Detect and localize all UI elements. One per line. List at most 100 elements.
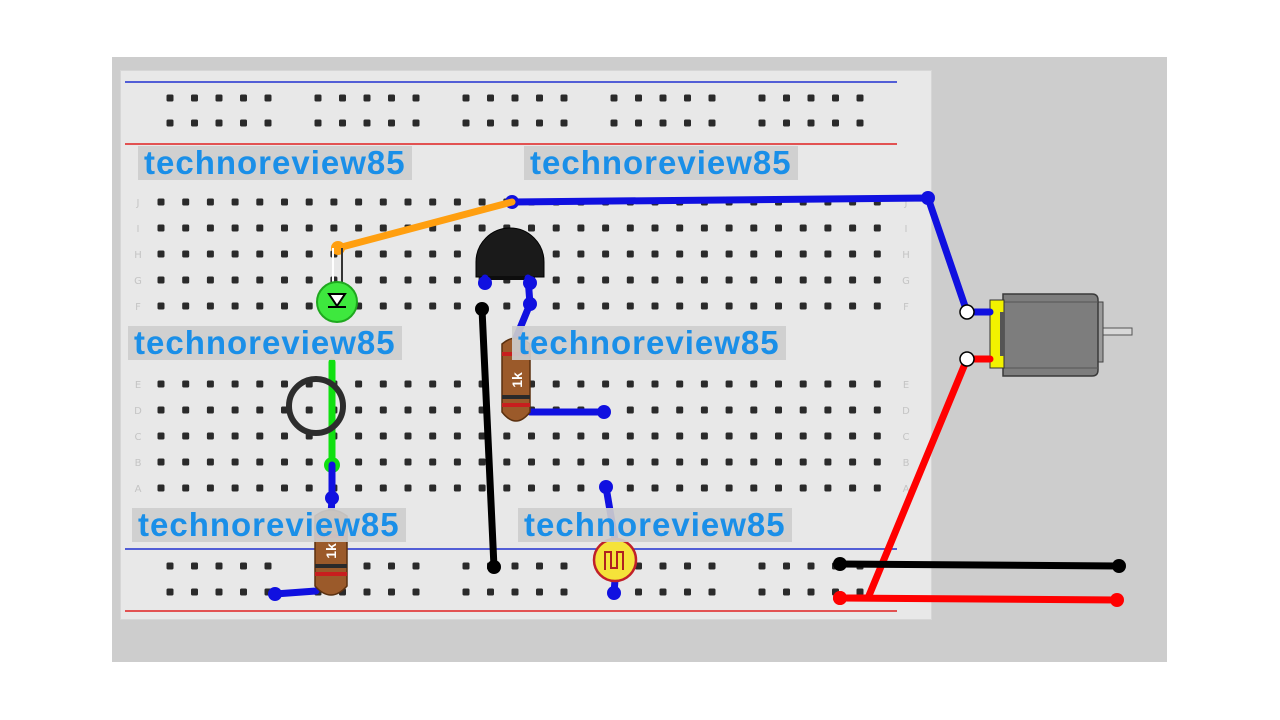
hole bbox=[305, 224, 313, 232]
hole bbox=[659, 94, 667, 102]
hole bbox=[305, 198, 313, 206]
hole bbox=[577, 276, 585, 284]
black-wire-vertical[interactable] bbox=[478, 305, 498, 571]
green-led[interactable] bbox=[316, 248, 358, 323]
hole bbox=[379, 224, 387, 232]
hole bbox=[700, 458, 708, 466]
hole bbox=[577, 380, 585, 388]
hole bbox=[651, 250, 659, 258]
hole bbox=[404, 458, 412, 466]
hole bbox=[856, 94, 864, 102]
dc-motor[interactable] bbox=[989, 293, 1133, 377]
hole bbox=[256, 380, 264, 388]
hole bbox=[462, 588, 470, 596]
hole bbox=[363, 588, 371, 596]
hole bbox=[166, 562, 174, 570]
hole bbox=[824, 458, 832, 466]
hole bbox=[191, 562, 198, 570]
row-letter-g: G bbox=[902, 276, 910, 287]
hole bbox=[552, 458, 560, 466]
hole bbox=[355, 432, 363, 440]
hole bbox=[240, 588, 247, 596]
hole bbox=[659, 119, 667, 127]
hole bbox=[231, 250, 239, 258]
hole bbox=[824, 432, 832, 440]
hole bbox=[182, 406, 190, 414]
hole bbox=[453, 458, 461, 466]
watermark-text-3: technoreview85 bbox=[128, 326, 402, 360]
hole bbox=[684, 119, 691, 127]
hole bbox=[404, 432, 412, 440]
hole bbox=[363, 562, 371, 570]
hole bbox=[560, 119, 568, 127]
hole bbox=[676, 458, 684, 466]
ring-connector[interactable] bbox=[286, 376, 346, 436]
hole bbox=[528, 458, 535, 466]
motor-pin-top bbox=[959, 304, 975, 320]
hole bbox=[453, 432, 461, 440]
hole bbox=[206, 380, 214, 388]
hole bbox=[700, 432, 708, 440]
hole bbox=[676, 302, 684, 310]
hole bbox=[453, 406, 461, 414]
resistor-lower-band-2 bbox=[315, 564, 347, 568]
hole bbox=[700, 380, 708, 388]
photoresistor[interactable] bbox=[592, 537, 638, 583]
blue-wire-top-end bbox=[921, 191, 935, 205]
hole bbox=[807, 94, 815, 102]
hole bbox=[684, 94, 691, 102]
orange-wire[interactable] bbox=[334, 198, 516, 252]
hole bbox=[215, 94, 223, 102]
hole bbox=[824, 380, 832, 388]
hole bbox=[849, 250, 857, 258]
hole bbox=[231, 276, 239, 284]
transistor[interactable] bbox=[475, 227, 545, 280]
red-wire-bottom[interactable] bbox=[836, 594, 1121, 604]
hole bbox=[330, 224, 338, 232]
hole bbox=[206, 484, 214, 492]
hole bbox=[206, 302, 214, 310]
hole bbox=[429, 250, 437, 258]
hole bbox=[552, 224, 560, 232]
hole bbox=[379, 406, 387, 414]
hole bbox=[528, 224, 535, 232]
row-letter-c: C bbox=[135, 432, 142, 443]
hole bbox=[355, 250, 363, 258]
hole bbox=[849, 458, 857, 466]
hole bbox=[849, 276, 857, 284]
resistor-lower-band-3 bbox=[315, 572, 347, 576]
hole bbox=[708, 94, 716, 102]
black-wire-bottom[interactable] bbox=[836, 560, 1123, 570]
hole bbox=[775, 276, 782, 284]
hole bbox=[166, 588, 174, 596]
diode-icon bbox=[327, 293, 347, 308]
hole bbox=[256, 432, 264, 440]
row-letter-g: G bbox=[134, 276, 142, 287]
hole bbox=[750, 484, 758, 492]
hole bbox=[157, 198, 165, 206]
hole bbox=[528, 484, 535, 492]
hole bbox=[206, 276, 214, 284]
hole bbox=[404, 380, 412, 388]
row-letter-b: B bbox=[135, 458, 142, 469]
hole bbox=[231, 458, 239, 466]
hole bbox=[552, 250, 560, 258]
hole bbox=[487, 94, 494, 102]
hole bbox=[758, 562, 766, 570]
hole bbox=[404, 198, 412, 206]
hole bbox=[511, 562, 519, 570]
hole bbox=[305, 250, 313, 258]
hole bbox=[708, 588, 716, 596]
hole bbox=[700, 250, 708, 258]
hole bbox=[775, 380, 782, 388]
blue-wire-resistor-right-end bbox=[597, 405, 611, 419]
row-letter-c: C bbox=[903, 432, 910, 443]
row-letter-f: F bbox=[903, 302, 909, 313]
hole bbox=[429, 198, 437, 206]
hole bbox=[157, 380, 165, 388]
hole bbox=[281, 458, 288, 466]
hole bbox=[626, 484, 634, 492]
row-letter-f: F bbox=[135, 302, 141, 313]
hole bbox=[849, 224, 857, 232]
hole bbox=[758, 94, 766, 102]
